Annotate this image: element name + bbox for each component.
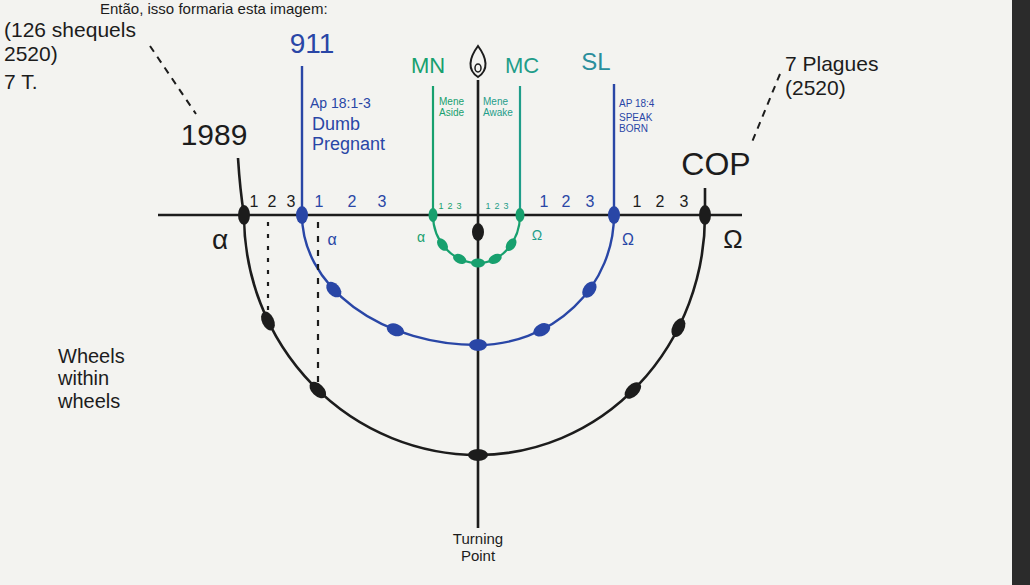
wheel-dot <box>385 321 406 339</box>
leader-line <box>752 74 780 142</box>
greek-letter: α <box>417 230 425 246</box>
step-number: 2 <box>562 193 571 211</box>
callout-note: 7 Plagues (2520) <box>785 52 895 99</box>
step-number: 1 <box>250 193 259 211</box>
step-number: 3 <box>680 193 689 211</box>
wheel-dot <box>699 205 711 225</box>
event-note: Mene Awake <box>483 96 518 118</box>
wheel-dot <box>471 259 485 268</box>
step-number: 3 <box>503 201 508 211</box>
outer-wheel <box>244 215 705 455</box>
flame-symbol <box>475 64 481 72</box>
event-note: SPEAK BORN <box>619 112 661 134</box>
event-note: Dumb Pregnant <box>312 114 402 154</box>
step-number: 2 <box>447 201 452 211</box>
event-label: 911 <box>290 28 335 59</box>
greek-letter: Ω <box>622 231 634 249</box>
step-number: 3 <box>378 193 387 211</box>
step-number: 2 <box>268 193 277 211</box>
step-number: 1 <box>633 193 642 211</box>
axis-label: Turning Point <box>445 531 511 565</box>
callout-note: (126 shequels 2520) <box>4 18 164 65</box>
event-marker-line <box>301 66 303 215</box>
caption-note: Wheels within wheels <box>58 345 128 412</box>
greek-letter: Ω <box>532 228 542 244</box>
document-text: Então, isso formaria esta imagem: <box>100 1 328 18</box>
year-label: 1989 <box>181 118 248 152</box>
wheel-dot <box>669 316 689 339</box>
greek-letter: Ω <box>723 225 742 254</box>
step-number: 2 <box>656 193 665 211</box>
wheel-dot <box>306 379 329 402</box>
wheel-dot <box>516 208 525 222</box>
greek-letter: α <box>212 224 228 255</box>
wheel-dots <box>238 205 711 461</box>
wheel-dot <box>296 206 308 224</box>
wheel-dot <box>579 279 599 301</box>
wheel-dot <box>468 449 488 461</box>
event-marker-line <box>519 86 521 215</box>
step-number: 2 <box>348 193 357 211</box>
wheel-dot <box>435 236 451 253</box>
board-frame <box>1012 0 1030 585</box>
event-marker-line <box>613 84 615 215</box>
wheel-dot <box>472 223 484 241</box>
dotted-guide <box>267 222 269 314</box>
step-number: 2 <box>494 201 499 211</box>
wheel-dot <box>469 339 487 351</box>
greek-letter: α <box>327 231 336 249</box>
wheel-dot <box>503 236 518 253</box>
leader-line <box>150 46 196 114</box>
step-number: 3 <box>287 193 296 211</box>
step-number: 3 <box>586 193 595 211</box>
step-number: 3 <box>456 201 461 211</box>
inner-wheel <box>433 215 520 263</box>
event-marker-line <box>432 86 434 215</box>
wheel-dot <box>451 252 468 266</box>
flame-symbol <box>470 46 485 77</box>
event-label: MC <box>505 54 539 79</box>
middle-wheel <box>302 215 614 345</box>
step-number: 1 <box>540 193 549 211</box>
verse-label: Ap 18:1-3 <box>310 96 371 112</box>
dotted-guide <box>317 222 319 382</box>
wheel-dot <box>621 379 644 402</box>
step-number: 1 <box>438 201 443 211</box>
wheel-dot <box>258 309 277 332</box>
wheel-dot <box>608 206 620 224</box>
step-number: 1 <box>485 201 490 211</box>
event-label: COP <box>681 147 750 183</box>
wheel-dot <box>238 205 250 225</box>
wheel-dot <box>323 279 344 300</box>
wheel-dot <box>531 320 552 339</box>
event-note: Mene Aside <box>439 96 475 118</box>
verse-label: AP 18:4 <box>619 98 654 109</box>
event-label: MN <box>411 54 445 79</box>
wheel-dot <box>429 208 438 222</box>
wheel-dot <box>487 252 504 266</box>
step-number: 1 <box>315 193 324 211</box>
callout-note: 7 T. <box>4 70 37 94</box>
event-label: SL <box>581 49 610 76</box>
